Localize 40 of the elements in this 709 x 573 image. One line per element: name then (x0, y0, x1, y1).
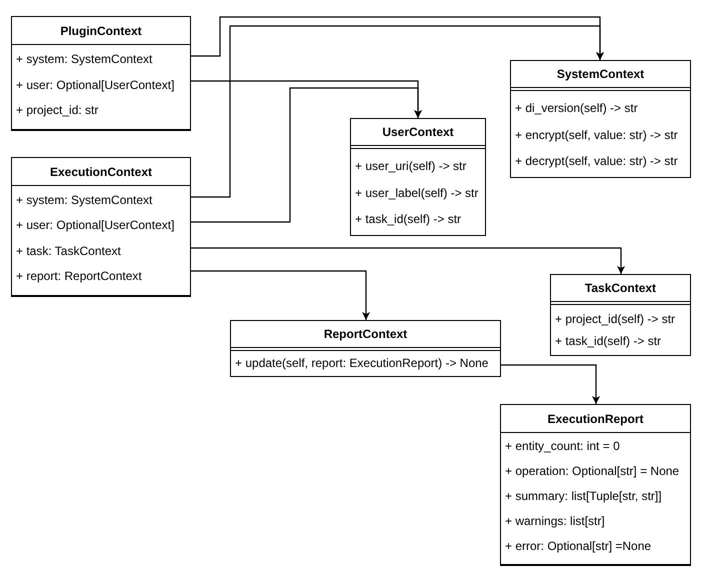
class-member: + user: Optional[UserContext] (15, 76, 176, 94)
class-member: + decrypt(self, value: str) -> str (514, 153, 679, 170)
class-name: PluginContext (12, 17, 190, 45)
association-arrow (501, 364, 600, 404)
association-arrow (191, 247, 625, 274)
class-member: + task_id(self) -> str (354, 211, 462, 228)
class-member: + project_id(self) -> str (554, 311, 676, 328)
class-box (350, 118, 486, 236)
class-member: + user_uri(self) -> str (354, 158, 468, 176)
class-member: + system: SystemContext (15, 50, 154, 68)
class-member: + user: Optional[UserContext] (15, 217, 176, 234)
class-member: + entity_count: int = 0 (504, 438, 621, 454)
class-member: + report: ReportContext (15, 268, 143, 286)
association-arrow (191, 25, 604, 198)
class-name: UserContext (351, 119, 485, 146)
class-member: + error: Optional[str] =None (504, 538, 652, 554)
class-member: + di_version(self) -> str (514, 100, 639, 118)
class-name: SystemContext (511, 61, 690, 88)
class-box (550, 274, 691, 356)
class-member: + operation: Optional[str] = None (504, 462, 680, 480)
association-arrow (191, 87, 422, 223)
class-box (11, 157, 191, 297)
class-box (500, 404, 691, 566)
class-member: + warnings: list[str] (504, 512, 606, 530)
class-name: ExecutionContext (12, 158, 190, 186)
class-member: + task: TaskContext (15, 242, 122, 260)
class-member: + update(self, report: ExecutionReport) -> None (234, 355, 490, 372)
class-box (510, 60, 691, 178)
class-member: + project_id: str (15, 102, 100, 120)
class-member: + user_label(self) -> str (354, 184, 480, 202)
class-member: + task_id(self) -> str (554, 333, 662, 350)
class-name: ExecutionReport (501, 405, 690, 433)
class-member: + system: SystemContext (15, 192, 154, 209)
class-name: TaskContext (551, 275, 690, 302)
association-arrow (191, 270, 370, 320)
class-member: + summary: list[Tuple[str, str]] (504, 488, 663, 504)
class-box (11, 16, 191, 132)
class-name: ReportContext (231, 321, 500, 348)
class-member: + encrypt(self, value: str) -> str (514, 126, 679, 144)
class-box (230, 320, 501, 377)
